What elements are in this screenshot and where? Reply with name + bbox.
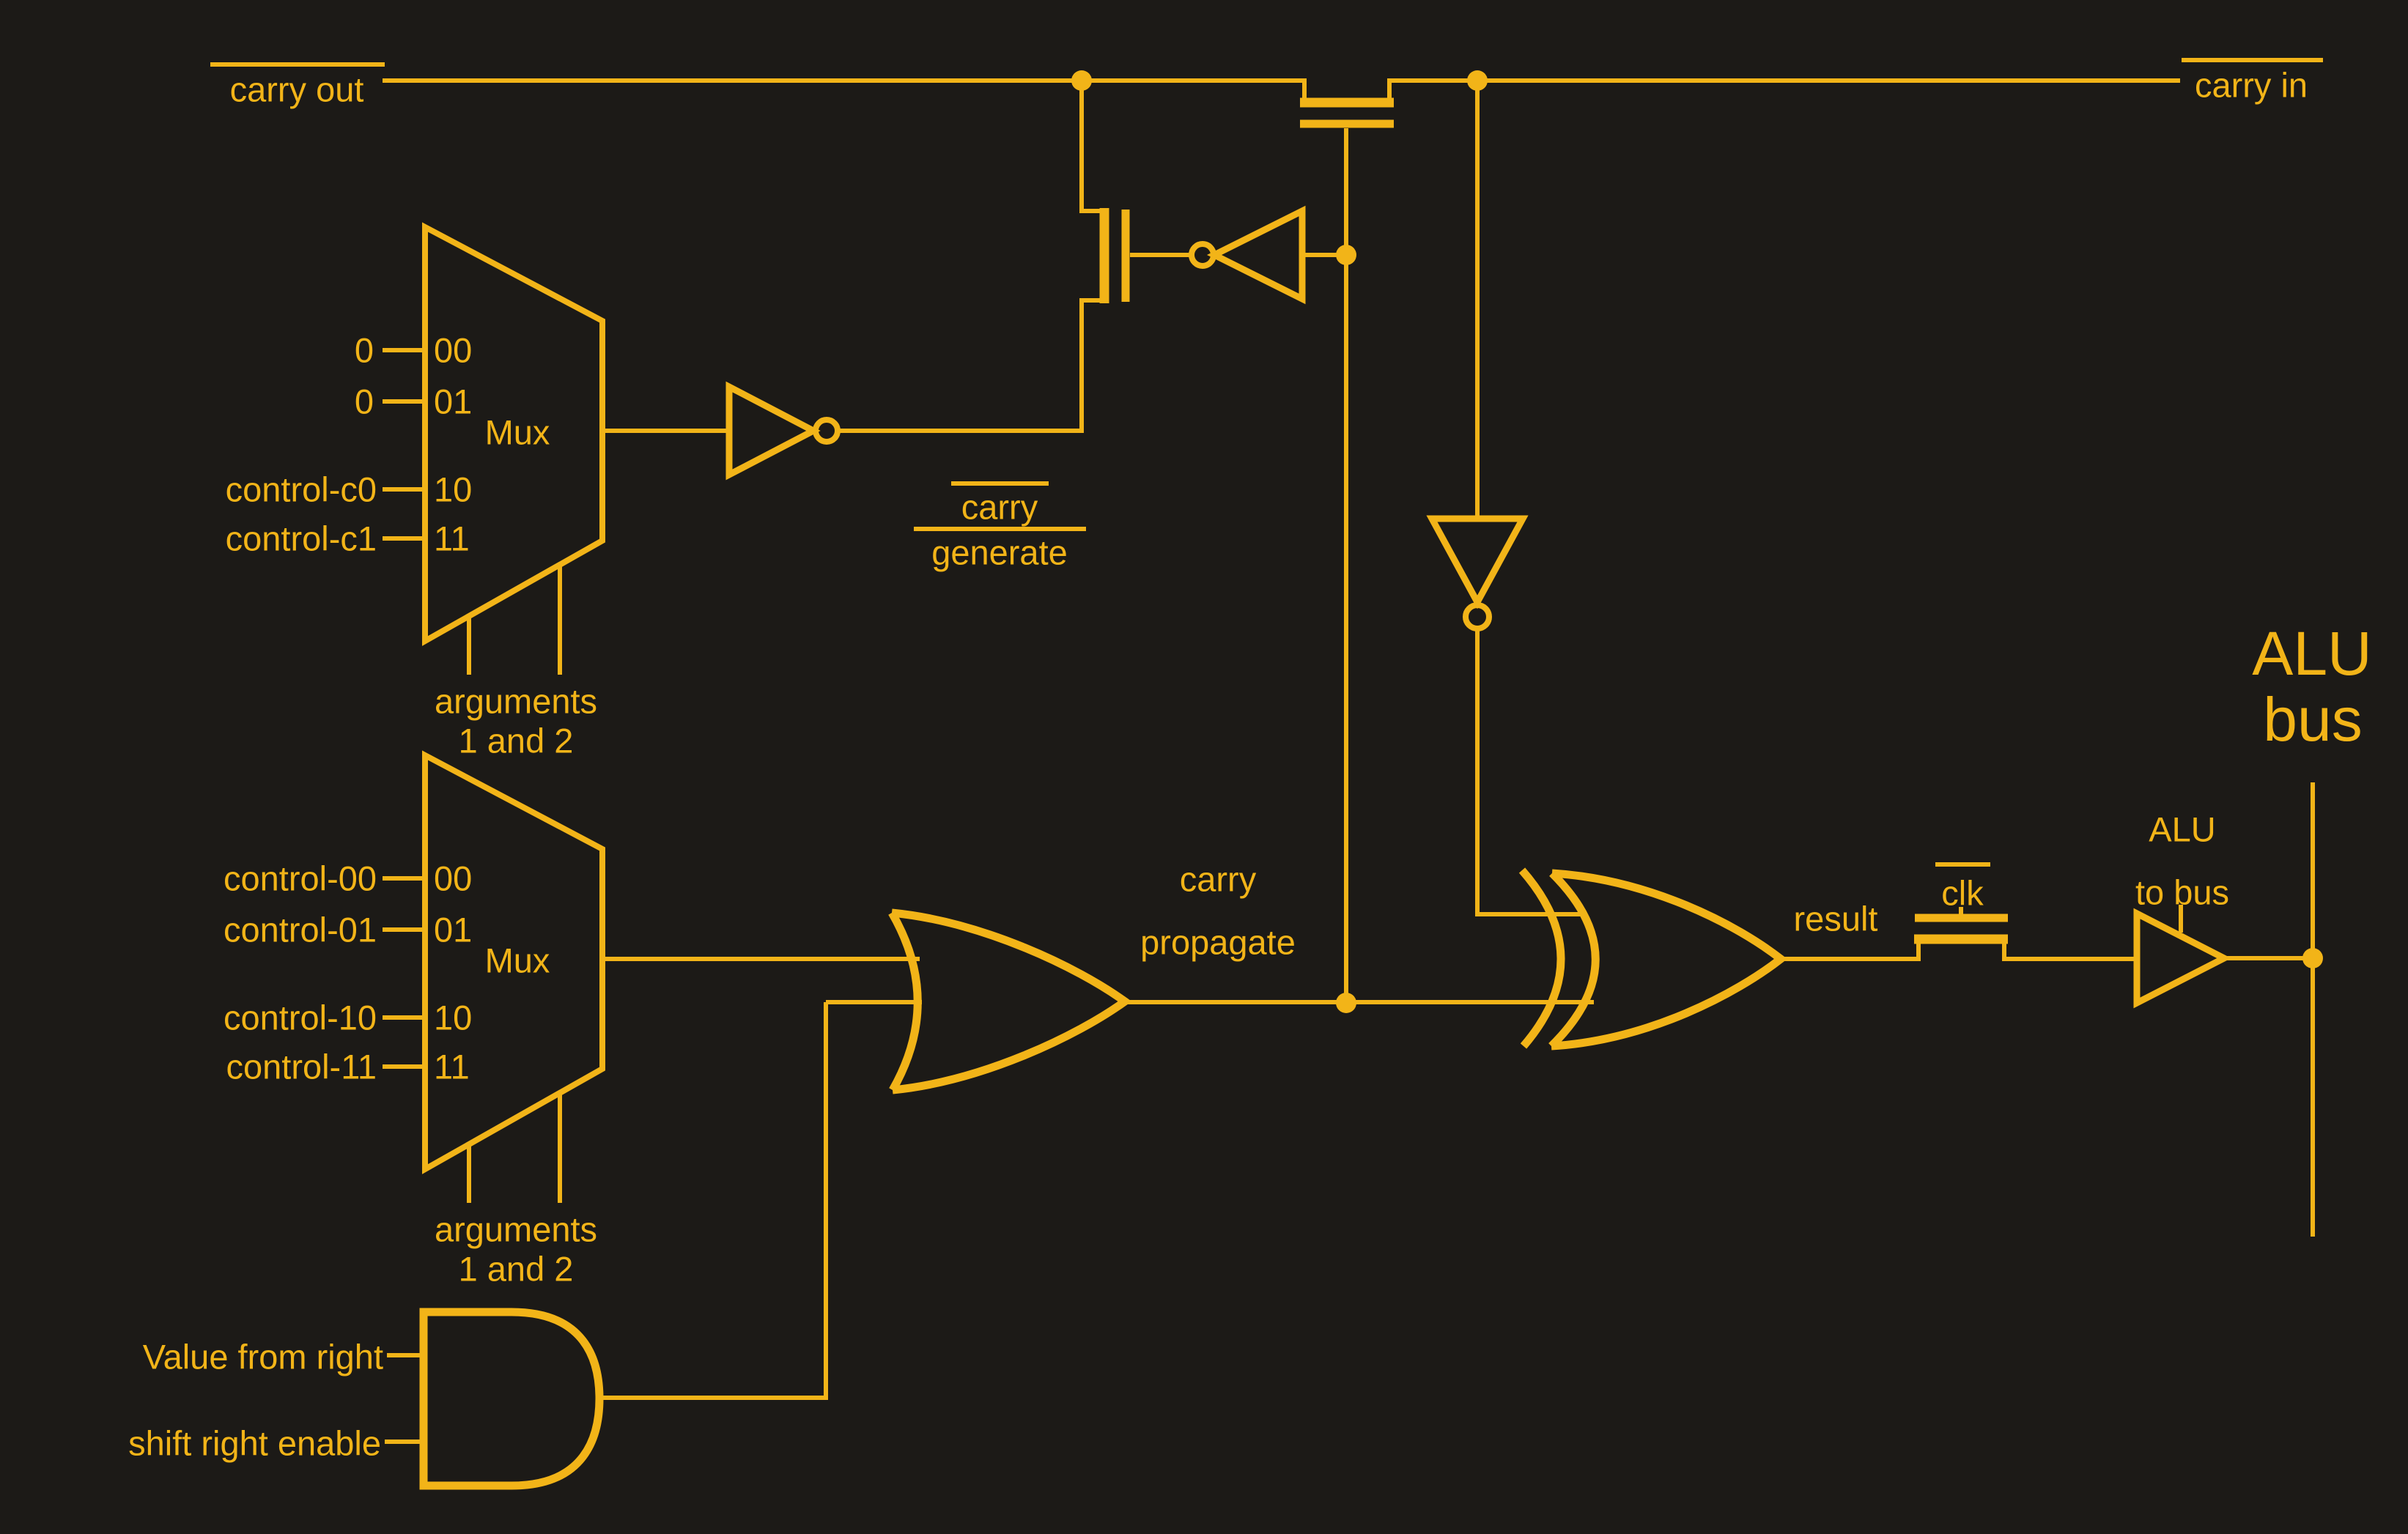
- clk-pass-transistor: clk: [1914, 862, 2008, 944]
- carry-in-inverter: [1426, 515, 1529, 631]
- pass-gate-inverter: [1130, 205, 1356, 305]
- and-body: [419, 1308, 604, 1490]
- label-sel-00: 00: [434, 859, 472, 898]
- label-control-10: control-10: [224, 998, 377, 1037]
- label-carry-propagate-1: carry: [1180, 860, 1257, 899]
- wire-result-right: [2002, 943, 2137, 961]
- pass-transistor-top: [1300, 97, 1394, 128]
- label-carry-in: carry in: [2182, 58, 2323, 105]
- label-result: result: [1794, 900, 1878, 938]
- xor-body: [1551, 869, 1787, 1051]
- wire-carry-out: [383, 78, 1307, 98]
- label-value-from-right: Value from right: [143, 1338, 383, 1376]
- label-control-00: control-00: [224, 859, 377, 898]
- label-zero-a: 0: [355, 331, 374, 370]
- inverter-triangle: [1206, 205, 1306, 305]
- wire-result-left: [1781, 943, 1921, 961]
- xor-back-arc: [1548, 870, 1600, 1049]
- label-carry-in-text: carry in: [2195, 66, 2308, 105]
- label-zero-b: 0: [355, 382, 374, 421]
- label-alu-bus-2: bus: [2263, 685, 2362, 754]
- label-arguments-2: arguments: [435, 1210, 597, 1249]
- label-carry-out: carry out: [210, 62, 385, 109]
- label-control-c1: control-c1: [226, 519, 377, 558]
- label-mux1: Mux: [485, 413, 550, 452]
- label-sel-01: 01: [434, 911, 472, 949]
- label-carry-generate-1: carry: [961, 488, 1038, 527]
- label-arguments-2b: 1 and 2: [459, 1250, 574, 1289]
- mux-body: [422, 222, 605, 646]
- label-control-11: control-11: [226, 1048, 377, 1086]
- label-alu-to-bus-2: to bus: [2135, 873, 2229, 912]
- label-sel-11: 11: [434, 519, 470, 558]
- label-sel-00: 00: [434, 331, 472, 370]
- label-alu-bus-1: ALU: [2252, 619, 2371, 688]
- label-carry-generate: carry generate: [914, 481, 1086, 572]
- inverter-bubble: [813, 417, 841, 445]
- label-sel-01: 01: [434, 382, 472, 421]
- label-alu-to-bus-1: ALU: [2149, 810, 2215, 849]
- junction-alu-bus: [2302, 948, 2323, 968]
- or-body: [891, 908, 1132, 1094]
- carry-generate-inverter: [725, 381, 841, 481]
- junction-carry-propagate: [1336, 993, 1356, 1013]
- buffer-triangle: [2133, 908, 2231, 1009]
- label-carry-propagate: carry propagate: [1140, 860, 1296, 962]
- label-control-c0: control-c0: [226, 470, 377, 509]
- label-sel-11: 11: [434, 1048, 470, 1086]
- carry-propagate-or-gate: [888, 908, 1132, 1094]
- pass-transistor-left: [1079, 81, 1130, 431]
- label-sel-10: 10: [434, 470, 472, 509]
- label-alu-bus: ALU bus: [2252, 619, 2371, 754]
- label-shift-right-enable: shift right enable: [128, 1424, 381, 1463]
- mux-carry: 0 0 control-c0 control-c1 00 01 10 11 Mu…: [226, 222, 605, 760]
- wire-carry-generate: [838, 302, 1084, 433]
- mux-function: control-00 control-01 control-10 control…: [224, 750, 605, 1289]
- label-carry-propagate-2: propagate: [1140, 923, 1296, 962]
- drain-lead: [1079, 298, 1101, 431]
- inverter-triangle: [1426, 515, 1529, 609]
- inverter-triangle: [725, 381, 821, 481]
- label-mux2: Mux: [485, 941, 550, 980]
- result-xor-gate: [1518, 867, 1787, 1051]
- source-lead: [1079, 81, 1101, 213]
- wire-carry-in: [1387, 78, 2180, 98]
- label-control-01: control-01: [224, 911, 377, 949]
- label-carry-out-text: carry out: [230, 70, 364, 109]
- label-clk: clk: [1941, 874, 1984, 913]
- shift-right-and-gate: Value from right shift right enable: [128, 1308, 604, 1490]
- xor-front-arc: [1518, 867, 1565, 1049]
- wire-and-output: [599, 1002, 828, 1400]
- label-sel-10: 10: [434, 998, 472, 1037]
- alu-bus-driver: ALU to bus: [2133, 810, 2231, 1009]
- label-arguments-1b: 1 and 2: [459, 722, 574, 760]
- carry-rail: [383, 70, 2180, 98]
- label-arguments-1: arguments: [435, 682, 597, 721]
- mux-body: [422, 750, 605, 1174]
- label-carry-generate-2: generate: [931, 533, 1068, 572]
- junction-gate-tap: [1336, 245, 1356, 265]
